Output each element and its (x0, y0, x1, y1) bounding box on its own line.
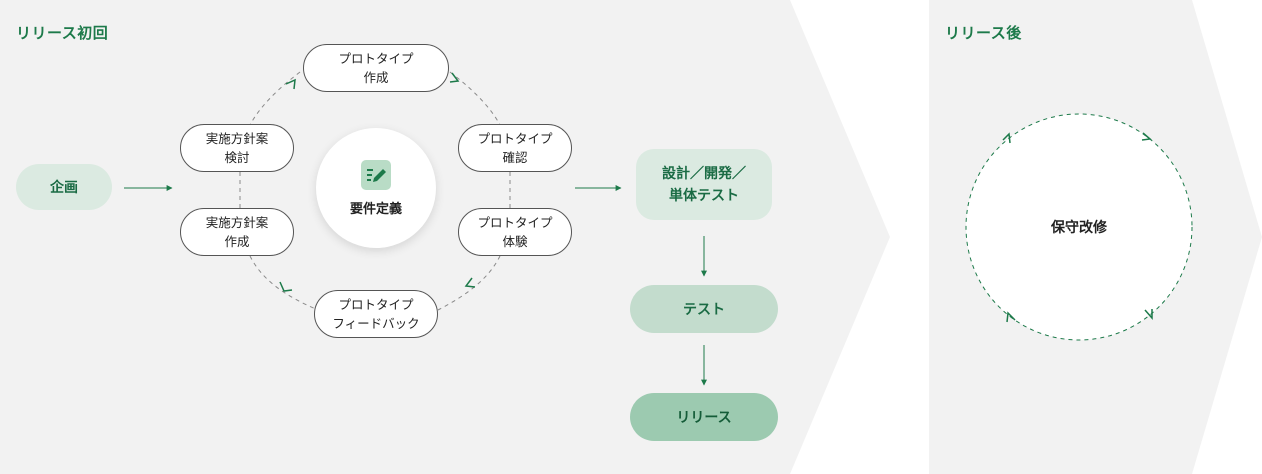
node-prototype-check-line2: 確認 (502, 150, 528, 165)
node-kikaku-label: 企画 (50, 180, 78, 196)
node-prototype-make-line1: プロトタイプ (338, 51, 414, 66)
node-design-dev-line1: 設計／開発／ (662, 165, 746, 182)
node-prototype-check-line1: プロトタイプ (477, 131, 553, 146)
node-maintenance-label: 保守改修 (1051, 220, 1107, 236)
node-requirements-label: 要件定義 (349, 201, 402, 217)
edit-list-icon (361, 159, 391, 190)
node-plan-make-line2: 作成 (224, 234, 250, 249)
node-prototype-make: プロトタイプ 作成 (303, 44, 449, 92)
node-prototype-feedback: プロトタイプ フィードバック (314, 290, 438, 338)
first-release-panel (0, 0, 890, 474)
node-design-dev-line2: 単体テスト (669, 187, 739, 204)
node-prototype-feedback-line2: フィードバック (332, 316, 420, 331)
node-design-dev: 設計／開発／ 単体テスト (636, 149, 772, 220)
node-plan-review: 実施方針案 検討 (180, 124, 294, 172)
node-prototype-make-line2: 作成 (363, 70, 389, 85)
node-plan-review-line2: 検討 (224, 150, 250, 165)
node-plan-make: 実施方針案 作成 (180, 208, 294, 256)
node-requirements: 要件定義 (316, 128, 436, 248)
node-plan-review-line1: 実施方針案 (205, 131, 269, 146)
node-prototype-try: プロトタイプ 体験 (458, 208, 572, 256)
node-test: テスト (630, 285, 778, 333)
node-prototype-try-line1: プロトタイプ (477, 215, 553, 230)
node-release-label: リリース (676, 410, 732, 426)
node-prototype-try-line2: 体験 (502, 234, 528, 249)
section-title-first-release: リリース初回 (16, 24, 109, 42)
node-release: リリース (630, 393, 778, 441)
node-test-label: テスト (683, 302, 725, 318)
node-plan-make-line1: 実施方針案 (205, 215, 269, 230)
node-prototype-feedback-line1: プロトタイプ (338, 297, 414, 312)
node-kikaku: 企画 (16, 164, 112, 210)
section-title-after-release: リリース後 (945, 24, 1022, 42)
node-prototype-check: プロトタイプ 確認 (458, 124, 572, 172)
